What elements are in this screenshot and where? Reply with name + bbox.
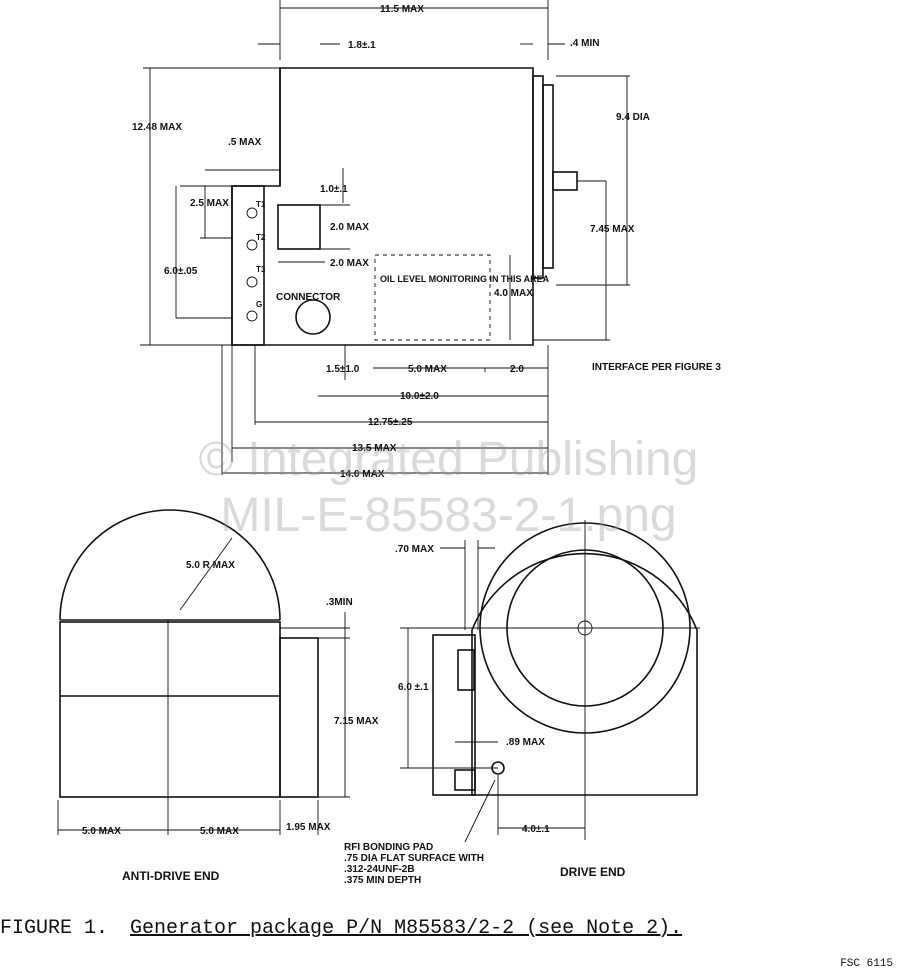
- dim-row2: 10.0±2.0: [400, 391, 439, 402]
- watermark-line-1: © Integrated Publishing: [198, 433, 699, 486]
- dim-flange-offset: 1.8±.1: [348, 40, 376, 51]
- dim-overall-length: 11.5 MAX: [380, 4, 424, 15]
- rfi-note-line3: .312-24UNF-2B: [344, 864, 415, 875]
- dim-bottom-right: 2.0: [510, 364, 524, 375]
- terminal-label-t3: T3: [256, 265, 266, 274]
- rfi-note-line4: .375 MIN DEPTH: [344, 875, 421, 886]
- dim-diameter: 9.4 DIA: [616, 112, 650, 123]
- dim-connector-height: 6.0±.05: [164, 266, 198, 277]
- anti-drive-dim-left: 5.0 MAX: [82, 826, 121, 837]
- connector-label: CONNECTOR: [276, 292, 341, 303]
- drive-dim-height: 6.0 ±.1: [398, 682, 429, 693]
- anti-drive-dim-height: 7.15 MAX: [334, 716, 379, 727]
- drive-end-title: DRIVE END: [560, 865, 626, 879]
- dim-row4: 13.5 MAX: [352, 443, 397, 454]
- figure-caption: FIGURE 1. Generator package P/N M85583/2-…: [0, 917, 682, 940]
- drive-dim-pad: .89 MAX: [506, 737, 545, 748]
- dim-shaft-height: 7.45 MAX: [590, 224, 635, 235]
- terminal-t1: [246, 207, 258, 219]
- rfi-note-line2: .75 DIA FLAT SURFACE WITH: [344, 853, 484, 864]
- document-number: FSC 6115: [840, 958, 893, 970]
- rfi-note-line1: RFI BONDING PAD: [344, 842, 433, 853]
- anti-drive-dim-right: 5.0 MAX: [200, 826, 239, 837]
- watermark-line-2: MIL-E-85583-2-1.png: [220, 489, 677, 542]
- terminal-t2: [246, 239, 258, 251]
- dim-window-width: 2.0 MAX: [330, 258, 369, 269]
- terminal-label-t1: T1: [256, 200, 266, 209]
- drive-dim-offset: 4.0±.1: [522, 824, 550, 835]
- top-view: 11.5 MAX 1.8±.1 .4 MIN 12.48 MAX .5 MAX …: [132, 0, 721, 480]
- dim-height: 12.48 MAX: [132, 122, 182, 133]
- figure-number: FIGURE 1.: [0, 917, 109, 940]
- anti-drive-dim-min: .3MIN: [326, 597, 353, 608]
- anti-drive-dim-radius: 5.0 R MAX: [186, 560, 235, 571]
- dim-terminal-height: 2.5 MAX: [190, 198, 229, 209]
- terminal-label-g: G: [256, 300, 262, 309]
- anti-drive-title: ANTI-DRIVE END: [122, 869, 220, 883]
- drive-end-view: .70 MAX 6.0 ±.1 .89 MAX 4.0±.1 RFI BONDI…: [344, 520, 700, 886]
- oil-level-note: OIL LEVEL MONITORING IN THIS AREA: [380, 274, 550, 284]
- drive-dim-top: .70 MAX: [395, 544, 434, 555]
- dim-oil-height: 4.0 MAX: [494, 288, 533, 299]
- dim-flange-min: .4 MIN: [570, 38, 599, 49]
- dim-window-offset: 1.0±.1: [320, 184, 348, 195]
- terminal-label-t2: T2: [256, 233, 266, 242]
- dim-row3: 12.75±.25: [368, 417, 413, 428]
- dim-bottom-mid: 5.0 MAX: [408, 364, 447, 375]
- dim-window-height: 2.0 MAX: [330, 222, 369, 233]
- dim-step: .5 MAX: [228, 137, 262, 148]
- dim-bottom-left: 1.5±1.0: [326, 364, 360, 375]
- interface-note: INTERFACE PER FIGURE 3: [592, 362, 721, 373]
- dim-row5: 14.0 MAX: [340, 469, 385, 480]
- terminal-t3: [246, 276, 258, 288]
- terminal-g: [246, 310, 258, 322]
- anti-drive-end-view: 5.0 R MAX .3MIN 7.15 MAX 5.0 MAX 5.0 MAX…: [57, 509, 379, 883]
- anti-drive-dim-offset: 1.95 MAX: [286, 822, 331, 833]
- figure-title: Generator package P/N M85583/2-2 (see No…: [130, 917, 683, 940]
